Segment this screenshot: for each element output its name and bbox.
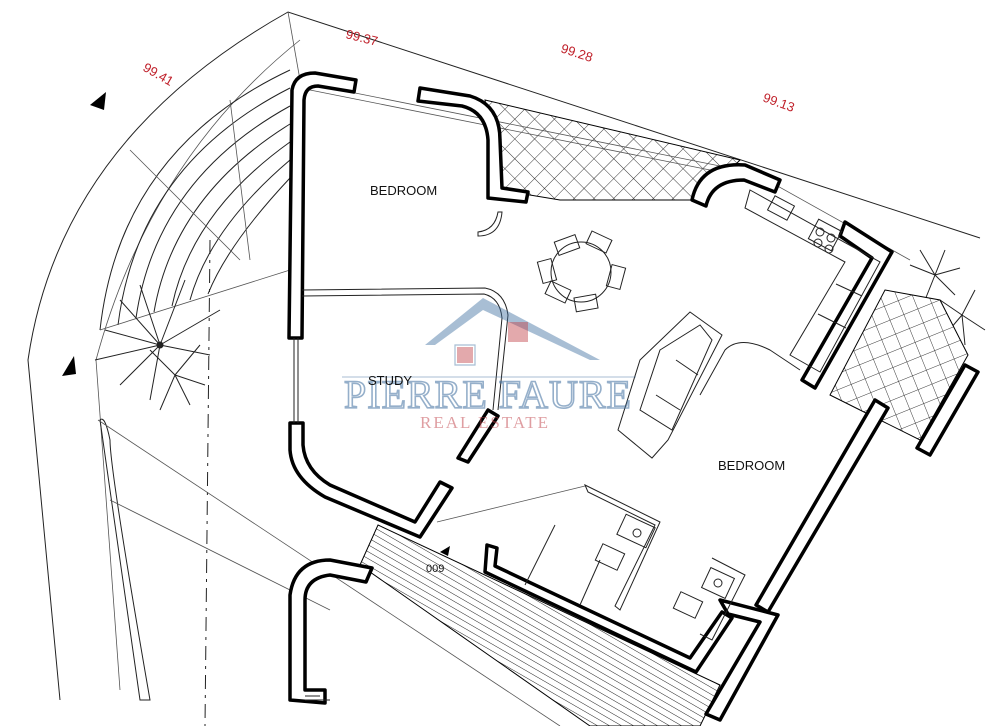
entrance-walkway [359, 524, 721, 726]
dining-table [536, 230, 627, 313]
level-mark: 99.28 [559, 41, 595, 65]
watermark-tagline: REAL ESTATE [420, 413, 550, 432]
direction-markers [62, 92, 106, 376]
bathroom [524, 483, 746, 641]
unit-label: 009 [426, 563, 444, 575]
level-mark: 99.13 [761, 90, 797, 115]
partition-study [301, 287, 509, 464]
palm-tree-east [909, 249, 986, 346]
level-mark: 99.41 [141, 60, 177, 89]
kitchen-counter [744, 189, 881, 373]
sofa [617, 311, 801, 459]
room-label-bedroom-north: BEDROOM [370, 183, 437, 198]
bedroom-door-swing [477, 211, 503, 237]
watermark-name: PIERRE FAURE [344, 372, 632, 417]
level-mark: 99.37 [344, 26, 379, 48]
room-label-bedroom-east: BEDROOM [718, 458, 785, 473]
entrance-line [436, 485, 586, 523]
unit-marker: 009 [426, 546, 450, 575]
terrace-steps [99, 69, 291, 331]
walls [287, 71, 980, 722]
west-window [293, 338, 299, 423]
room-label-study: STUDY [368, 373, 412, 388]
palm-tree-west [94, 279, 221, 411]
watermark-logo: PIERRE FAURE REAL ESTATE [342, 298, 636, 432]
